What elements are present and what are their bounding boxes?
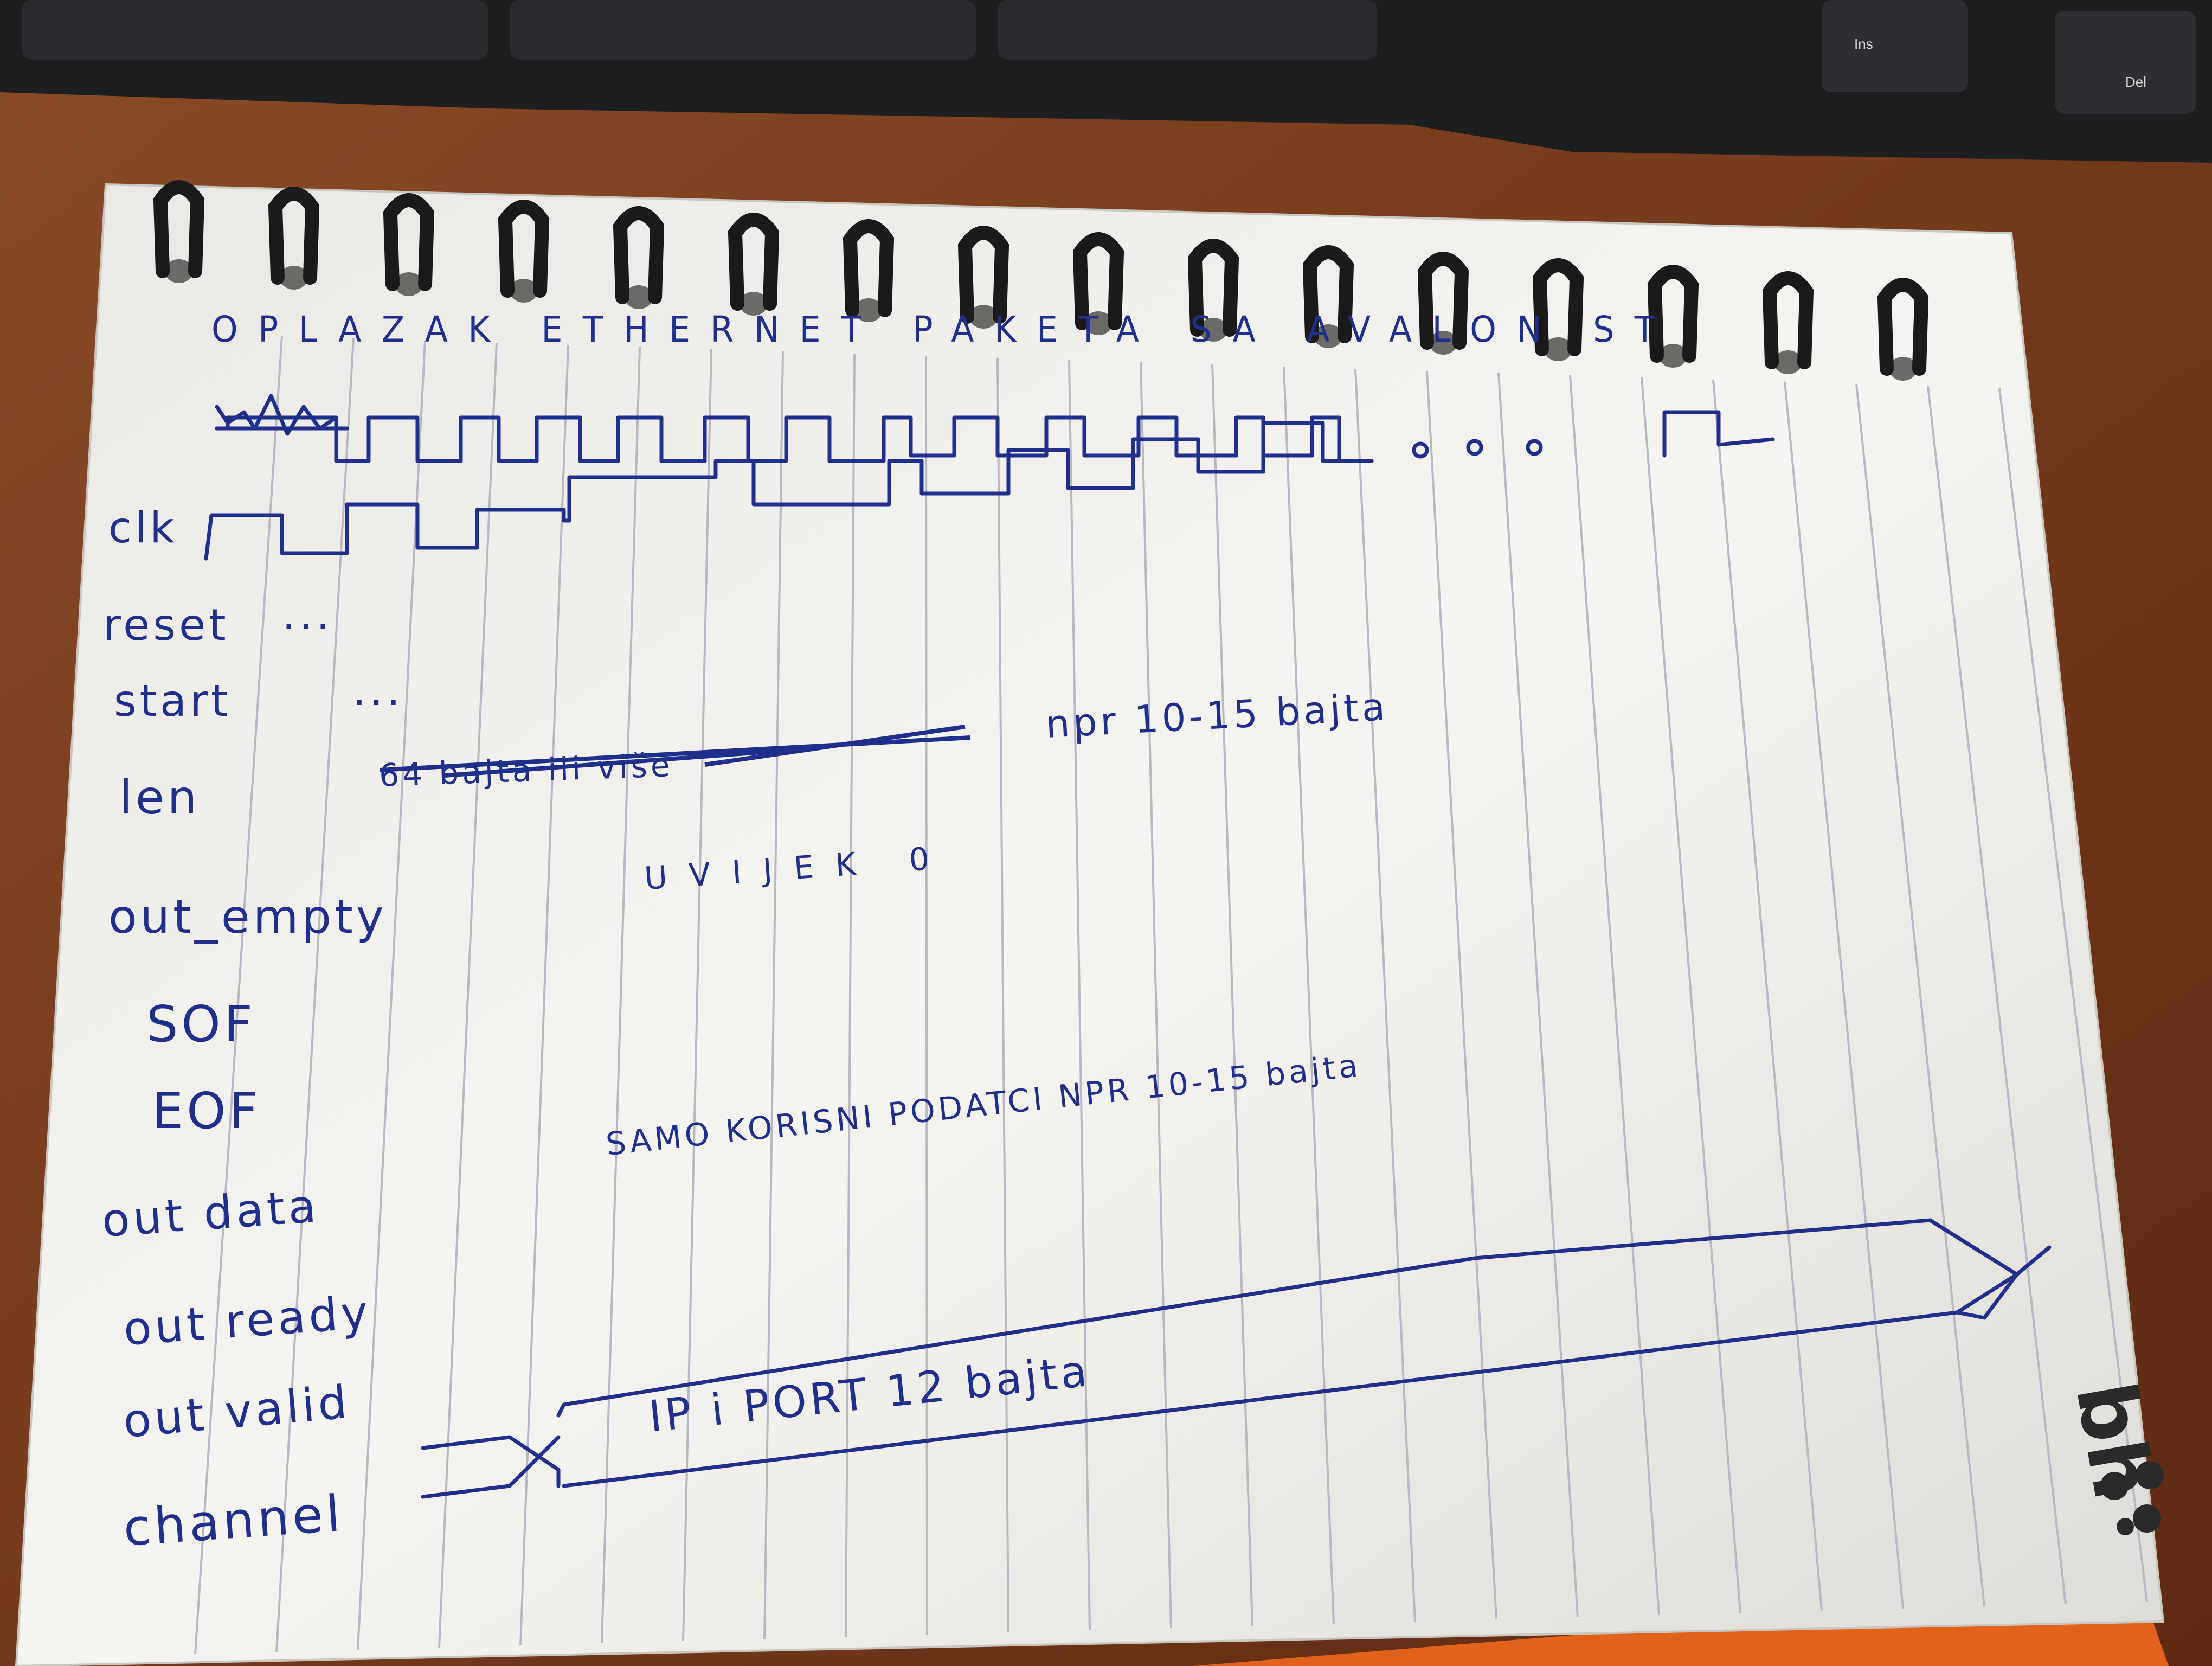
brand-logo: bh (2057, 1375, 2170, 1535)
spiral-hole (510, 279, 538, 303)
spiral-hole (969, 305, 998, 329)
spiral-ring (1302, 245, 1354, 343)
clock-waveforms (204, 394, 1775, 561)
ruled-line (1712, 379, 1823, 1611)
key-ins (1822, 0, 1968, 92)
spiral-ring (957, 226, 1009, 324)
ruled-line (438, 342, 498, 1648)
ruled-line (1927, 386, 2067, 1605)
key-ins-label: Ins (1854, 36, 1873, 52)
signal-start-note: ... (352, 665, 403, 715)
notebook-page (15, 183, 2165, 1666)
ruled-line (1140, 362, 1172, 1629)
clock-waveform-end (1662, 410, 1775, 458)
signal-start: start (114, 676, 231, 726)
ruled-line (1855, 383, 1985, 1607)
ruled-line (194, 336, 283, 1655)
ruled-lines (194, 336, 2148, 1655)
clock-waveform-main (204, 421, 1374, 561)
spiral-hole (165, 259, 193, 283)
ruled-line (1998, 388, 2148, 1603)
ruled-line (925, 355, 928, 1635)
ruled-line (996, 357, 1009, 1633)
ruled-line (357, 340, 426, 1650)
spiral-hole (1659, 344, 1687, 368)
spiral-hole (395, 272, 423, 296)
spiral-ring (1532, 258, 1584, 356)
spiral-ring (383, 193, 435, 291)
spiral-ring (843, 219, 895, 317)
ruled-line (519, 344, 569, 1646)
signal-eof: EOF (152, 1082, 261, 1140)
spiral-hole (1314, 324, 1342, 348)
spiral-hole (1774, 350, 1802, 374)
signal-len: len (119, 771, 200, 825)
spiral-binding (153, 180, 1929, 381)
ruled-line (1211, 364, 1253, 1626)
spiral-ring (1762, 271, 1814, 369)
ruled-line (845, 353, 856, 1637)
ruled-line (1283, 366, 1335, 1624)
ruled-line (682, 349, 712, 1642)
strikethrough (379, 725, 971, 778)
scribble (215, 394, 349, 436)
ruled-line (1641, 377, 1741, 1613)
spiral-hole (280, 266, 308, 290)
spiral-ring (1647, 265, 1699, 363)
ruled-line (763, 351, 784, 1639)
ruled-line (601, 347, 641, 1644)
spiral-ring (728, 213, 780, 311)
spiral-hole (1544, 337, 1572, 361)
spiral-ring (1072, 232, 1124, 330)
key-del (2055, 11, 2196, 114)
spiral-ring (613, 206, 665, 304)
signal-reset-note: ... (282, 589, 333, 639)
spiral-hole (1429, 331, 1457, 355)
page-title: OPLAZAK ETHERNET PAKETA SA AVALON ST (211, 309, 1675, 350)
channel-bus-waveform (421, 1218, 2052, 1499)
signal-reset: reset (103, 600, 229, 650)
ruled-line (1497, 373, 1579, 1618)
spiral-hole (1889, 357, 1917, 381)
spiral-hole (1084, 311, 1113, 335)
ruled-line (1068, 360, 1091, 1631)
spiral-hole (740, 292, 768, 316)
spiral-hole (854, 298, 883, 322)
ruled-line (1569, 375, 1660, 1616)
spiral-ring (268, 187, 320, 285)
ruled-line (1426, 370, 1497, 1620)
spiral-ring (1417, 252, 1469, 350)
key-del-label: Del (2125, 74, 2146, 90)
ruled-line (1354, 368, 1416, 1622)
clock-waveform-top (226, 415, 1341, 463)
spiral-hole (625, 285, 653, 309)
signal-clk: clk (108, 504, 178, 553)
spiral-ring (153, 180, 205, 278)
spiral-ring (498, 200, 550, 298)
spiral-ring (1877, 278, 1929, 376)
spiral-ring (1187, 239, 1239, 337)
spiral-hole (1199, 318, 1227, 342)
ruled-line (1784, 381, 1904, 1609)
signal-sof: SOF (146, 995, 256, 1053)
keyboard: Ins Del (0, 0, 2212, 163)
signal-out-empty: out_empty (108, 890, 387, 944)
ruled-line (275, 338, 355, 1652)
